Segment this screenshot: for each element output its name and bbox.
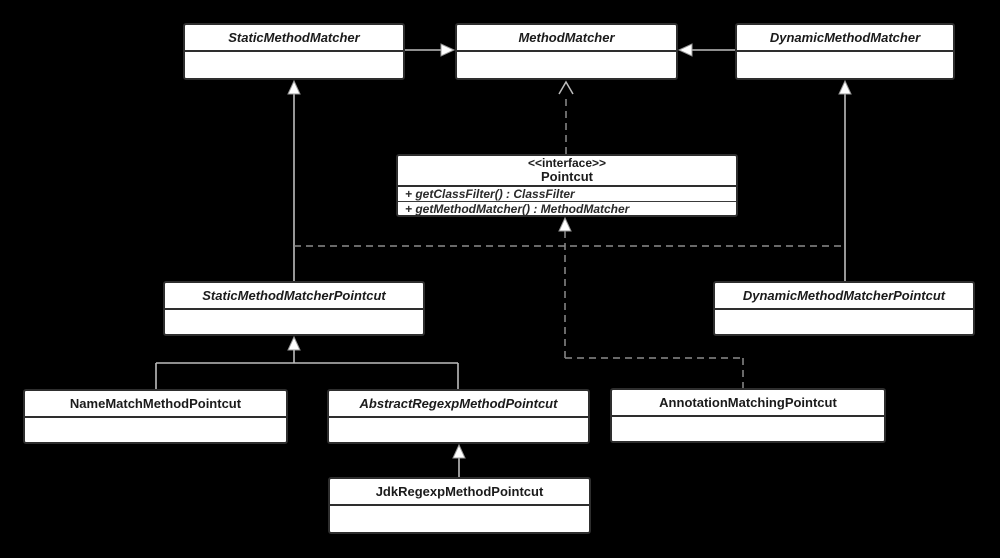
class-box-annotationmatchingpointcut: AnnotationMatchingPointcut xyxy=(610,388,886,443)
interface-header: <<interface>> Pointcut xyxy=(398,156,736,187)
class-box-abstractregexpmethodpointcut: AbstractRegexpMethodPointcut xyxy=(327,389,590,444)
edge-children-to-staticmethodmatcherpointcut xyxy=(155,335,459,389)
class-box-namematchmethodpointcut: NameMatchMethodPointcut xyxy=(23,389,288,444)
edge-staticmethodmatcher-to-methodmatcher xyxy=(405,43,456,57)
class-name: StaticMethodMatcherPointcut xyxy=(165,283,423,310)
class-name: AbstractRegexpMethodPointcut xyxy=(329,391,588,418)
interface-box-pointcut: <<interface>> Pointcut + getClassFilter(… xyxy=(396,154,738,217)
edge-pointcut-to-methodmatcher xyxy=(558,80,574,154)
class-box-jdkregexpmethodpointcut: JdkRegexpMethodPointcut xyxy=(328,477,591,534)
interface-stereotype: <<interface>> xyxy=(527,156,607,170)
class-name: AnnotationMatchingPointcut xyxy=(612,390,884,417)
class-box-dynamicmethodmatcherpointcut: DynamicMethodMatcherPointcut xyxy=(713,281,975,336)
class-box-staticmethodmatcher: StaticMethodMatcher xyxy=(183,23,405,80)
class-name: StaticMethodMatcher xyxy=(185,25,403,52)
method-getmethodmatcher: + getMethodMatcher() : MethodMatcher xyxy=(405,202,630,216)
class-box-dynamicmethodmatcher: DynamicMethodMatcher xyxy=(735,23,955,80)
class-name: MethodMatcher xyxy=(457,25,676,52)
class-name: DynamicMethodMatcherPointcut xyxy=(715,283,973,310)
edge-realizations-to-pointcut xyxy=(294,216,845,388)
class-name: NameMatchMethodPointcut xyxy=(25,391,286,418)
edge-dynamicmethodmatcherpointcut-to-dynamicmethodmatcher xyxy=(838,79,852,281)
edge-staticmethodmatcherpointcut-to-staticmethodmatcher xyxy=(287,79,301,281)
edge-jdkregexp-to-abstractregexp xyxy=(452,443,466,477)
method-getclassfilter: + getClassFilter() : ClassFilter xyxy=(398,187,736,202)
interface-name: Pointcut xyxy=(541,169,593,184)
class-name: DynamicMethodMatcher xyxy=(737,25,953,52)
class-name: JdkRegexpMethodPointcut xyxy=(330,479,589,506)
class-box-methodmatcher: MethodMatcher xyxy=(455,23,678,80)
edge-dynamicmethodmatcher-to-methodmatcher xyxy=(677,43,735,57)
class-box-staticmethodmatcherpointcut: StaticMethodMatcherPointcut xyxy=(163,281,425,336)
